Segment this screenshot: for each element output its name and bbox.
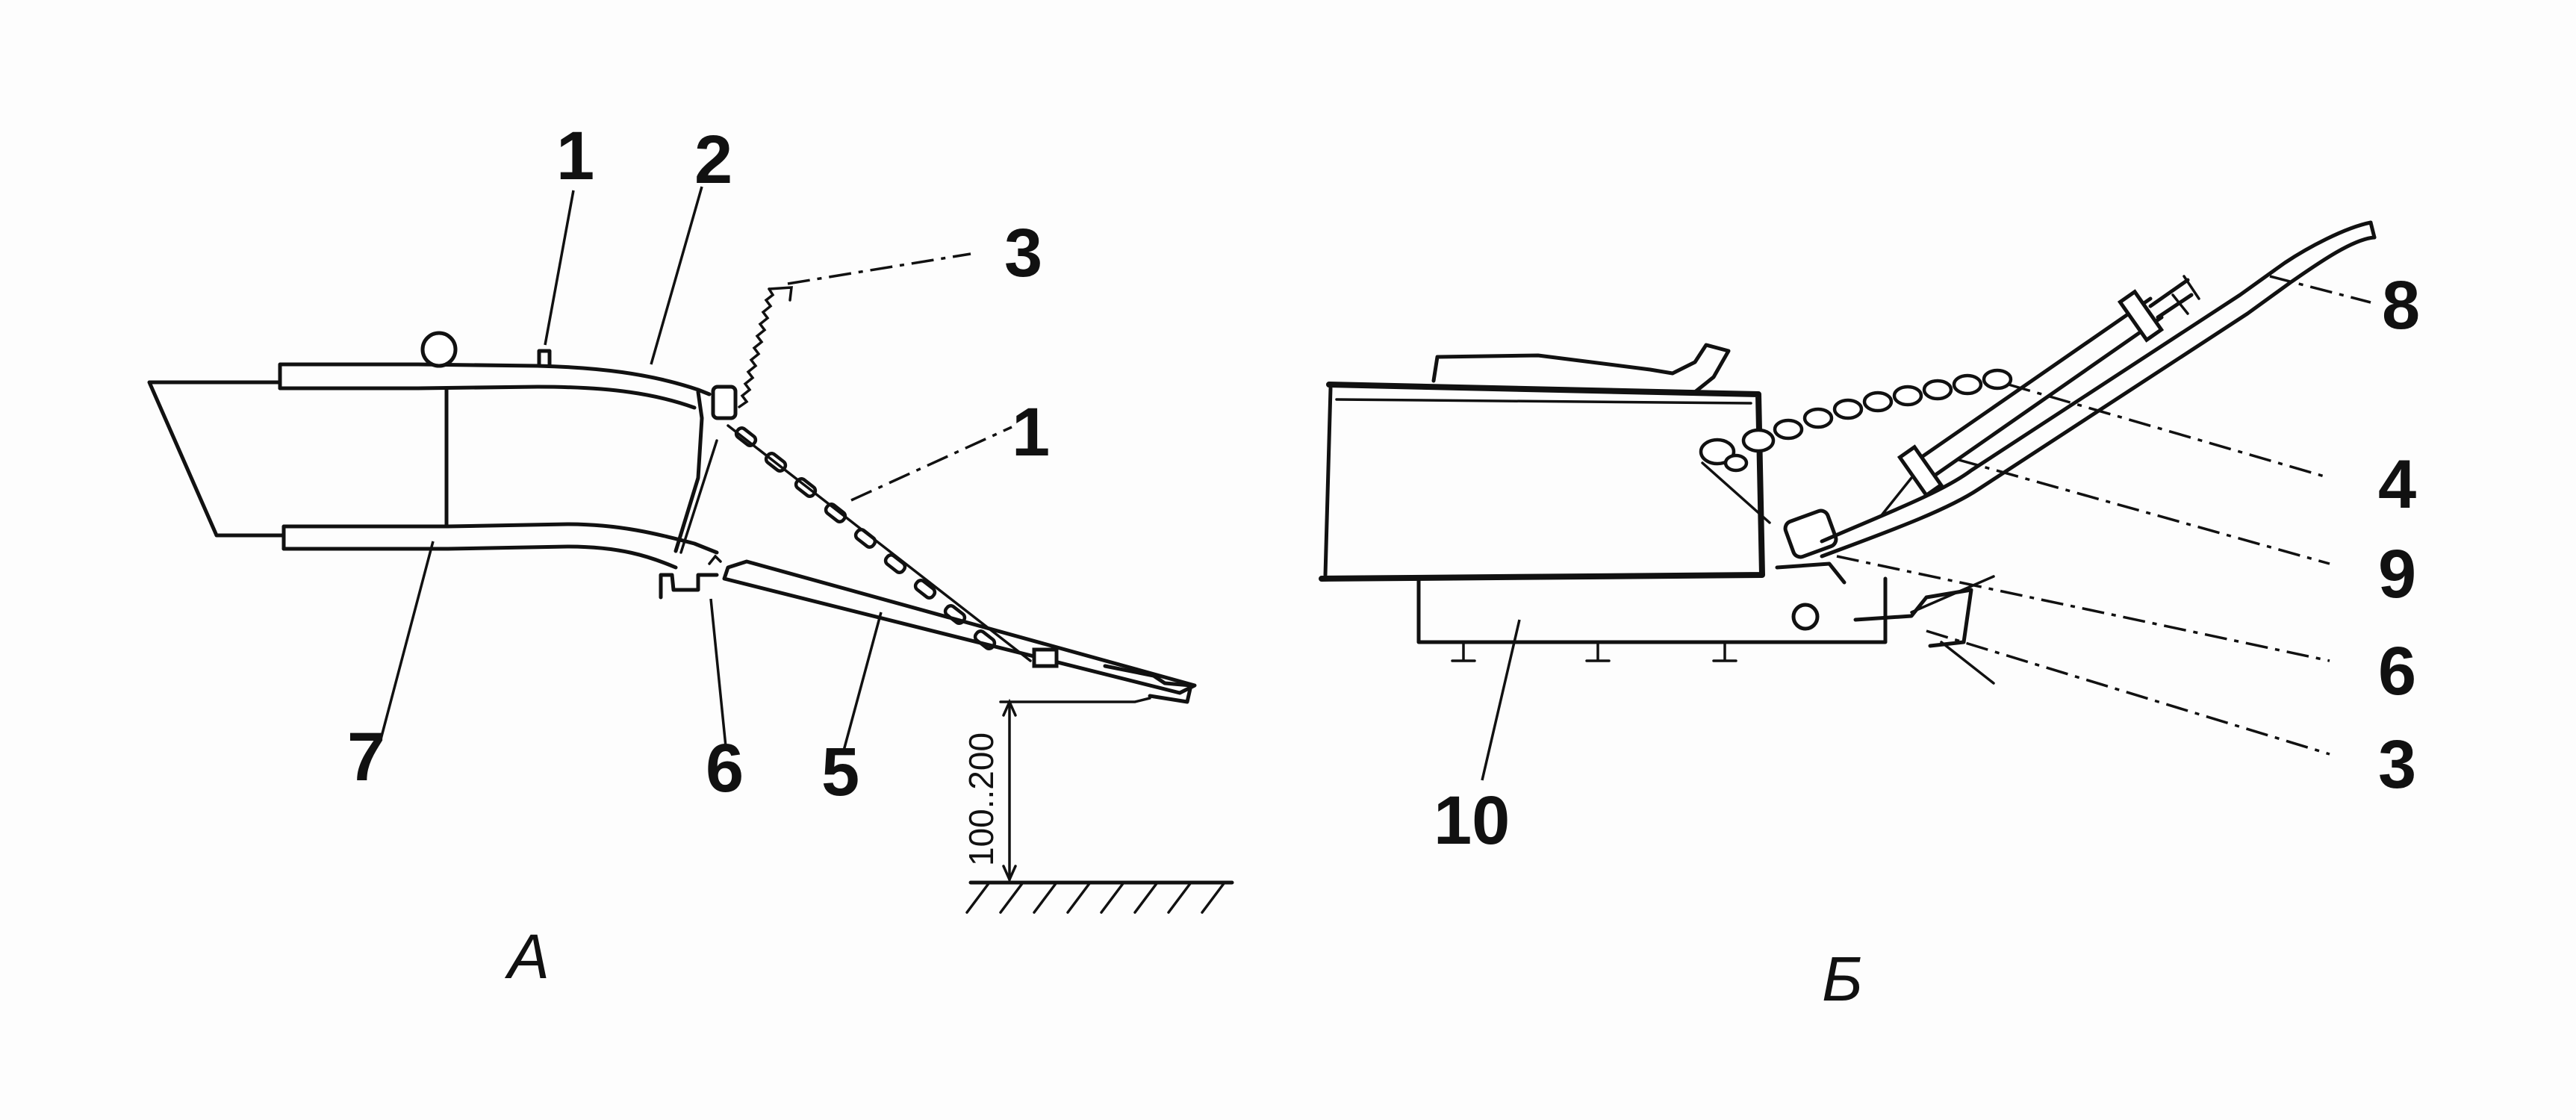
cylinder-clamp-upper: [2117, 289, 2165, 343]
base-beam: [1416, 576, 1888, 644]
header-body-outline: [147, 380, 286, 538]
ground-clearance-dimension: 100..200: [962, 697, 1151, 883]
leader-1-top: [544, 190, 575, 346]
bracket-rod: [1910, 575, 1995, 614]
dimension-text: 100..200: [962, 732, 1001, 866]
spring-hook: [768, 286, 793, 302]
top-plate: [1431, 343, 1731, 394]
housing-inner-line: [1335, 398, 1752, 405]
callout-b-4: 4: [2378, 447, 2416, 523]
upper-rail: [278, 362, 712, 396]
deflector-tip: [1103, 664, 1193, 704]
callout-b-9: 9: [2378, 536, 2416, 612]
cylinder-body: [1905, 296, 2164, 488]
callout-a-5: 5: [821, 734, 859, 810]
beam-bracket: [1853, 588, 1973, 648]
lower-hinge-pin: [708, 554, 722, 565]
lower-rail-inner: [281, 544, 678, 570]
leader-10: [1481, 619, 1521, 781]
bracket-brace: [1940, 641, 1995, 685]
cylinder-end: [2171, 275, 2200, 315]
view-b-chain: [1699, 368, 2013, 524]
leader-7: [379, 541, 435, 740]
leader-6: [1836, 555, 2330, 662]
tension-spring: [738, 287, 775, 408]
leader-3: [787, 252, 971, 285]
leader-4: [2008, 383, 2330, 479]
frame-end-plate: [673, 390, 704, 553]
pivot-base: [1775, 561, 1847, 585]
view-a-assembly: 100..200 1 2 3 1 5 6 7 А: [147, 118, 1234, 992]
cylinder-rod: [2148, 278, 2194, 320]
callout-a-1-top: 1: [556, 118, 594, 194]
ground-hatching: [965, 880, 1234, 914]
callout-a-3: 3: [1004, 215, 1042, 291]
leader-3: [1926, 629, 2330, 756]
header-housing-left-edge: [1323, 386, 1333, 577]
deflector-plate: [722, 559, 1197, 695]
callout-a-1-chain: 1: [1012, 394, 1050, 470]
callout-a-7: 7: [347, 719, 385, 795]
frame-end-diagonal: [679, 439, 718, 554]
callout-a-2: 2: [694, 122, 732, 198]
lever-arm-outer: [1820, 220, 2373, 544]
leader-9: [1956, 458, 2330, 565]
pivot-bracket: [1783, 508, 1838, 559]
lever-arm-tip: [2368, 220, 2377, 240]
lower-hinge: [659, 573, 719, 600]
lever-arm-inner: [1820, 235, 2377, 559]
hinge-block: [711, 385, 738, 420]
leader-8: [2269, 275, 2371, 304]
upper-rail-inner: [278, 385, 697, 410]
leader-6: [709, 598, 727, 747]
view-a-label: А: [504, 921, 550, 992]
leader-1-chain: [850, 426, 1012, 502]
callout-b-3: 3: [2378, 727, 2416, 803]
view-b-assembly: 8 4 9 6 3 10 Б: [1319, 220, 2420, 1014]
header-housing: [1319, 382, 1765, 582]
leader-5: [842, 612, 883, 751]
callout-b-8: 8: [2382, 267, 2420, 343]
beam-bolt-hole: [1791, 603, 1820, 631]
cylinder-mount: [1880, 476, 1913, 517]
view-b-label: Б: [1822, 944, 1863, 1014]
callout-a-6: 6: [706, 730, 744, 806]
chain-anchor: [1032, 647, 1059, 668]
cylinder-clamp-lower: [1897, 444, 1944, 498]
upper-lug: [537, 349, 552, 367]
callout-b-6: 6: [2378, 633, 2416, 709]
callout-b-10: 10: [1434, 783, 1510, 859]
leader-2: [650, 186, 703, 365]
upper-bolt: [420, 331, 458, 368]
beam-bolts: [1451, 641, 1737, 662]
